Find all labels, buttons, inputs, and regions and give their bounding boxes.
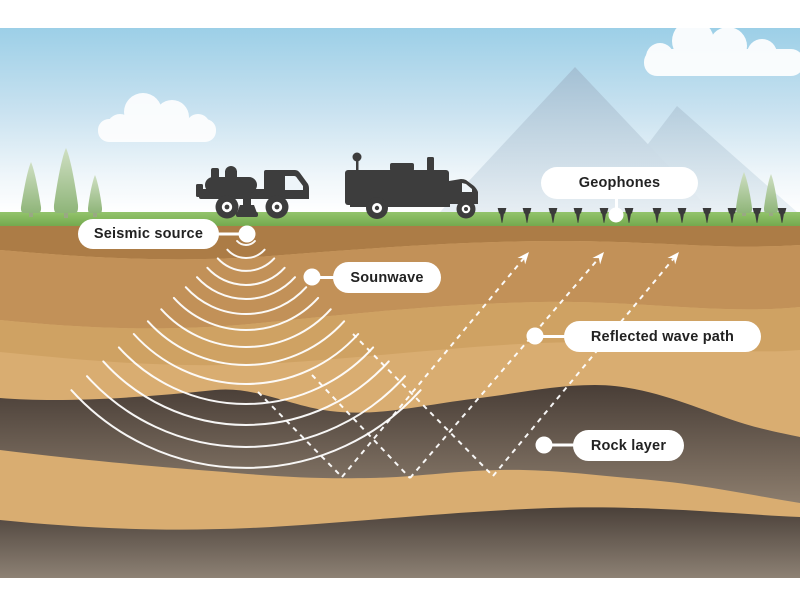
rock-layer-upper <box>0 385 800 503</box>
reflected-wave-dot <box>526 327 544 345</box>
tree-icon <box>53 148 79 213</box>
soundwave-dot <box>303 268 321 286</box>
soundwave-label: Sounwave <box>333 262 441 293</box>
seismic-source-dot <box>238 225 256 243</box>
seismic-source-label-text: Seismic source <box>93 226 204 242</box>
trees-left <box>20 148 103 218</box>
tree-icon <box>87 175 103 213</box>
wave-down-path <box>311 374 411 479</box>
soundwave-arcs-icon <box>70 240 422 469</box>
reflected-wave-paths <box>257 257 675 479</box>
cloud-icon <box>98 93 216 142</box>
reflected-wave-path-label: Reflected wave path <box>564 321 761 352</box>
wave-arrowheads <box>517 252 679 265</box>
tree-icon <box>735 172 753 213</box>
wave-down-path <box>352 333 494 477</box>
reflected-wave-path-label-text: Reflected wave path <box>590 328 735 345</box>
soundwave-label-text: Sounwave <box>350 269 424 286</box>
rock-layer-label-text: Rock layer <box>590 437 667 454</box>
trees-right <box>735 172 779 216</box>
label-dots <box>238 207 624 454</box>
seismic-source-label: Seismic source <box>78 219 219 249</box>
vibroseis-truck-icon <box>196 166 309 219</box>
rock-layer-label: Rock layer <box>573 430 684 461</box>
wave-up-path <box>492 257 675 477</box>
cloud-icon <box>644 20 800 76</box>
tree-icon <box>20 162 42 213</box>
rock-layer-lower <box>0 507 800 578</box>
wave-up-path <box>409 257 600 479</box>
geophones-label: Geophones <box>541 167 698 199</box>
recording-truck-icon <box>345 152 478 219</box>
tree-icon <box>763 174 779 213</box>
wave-up-path <box>341 257 525 478</box>
geophones-label-text: Geophones <box>578 175 661 191</box>
geophones-dot <box>608 207 624 223</box>
rock-layer-dot <box>535 436 553 454</box>
